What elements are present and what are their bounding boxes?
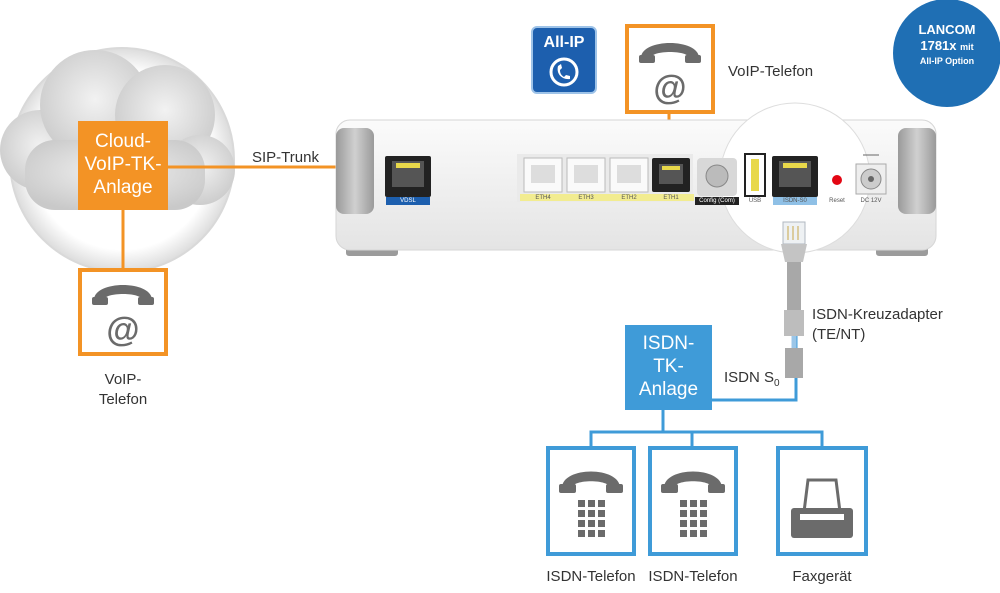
port-label-vdsl: VDSL [400, 198, 416, 204]
keypad-phone-icon [661, 471, 725, 537]
fax-label: Faxgerät [792, 568, 852, 585]
isdn-adapter [785, 348, 803, 378]
eth4-port[interactable] [520, 157, 566, 201]
voip-phone-left-line-2: Telefon [98, 391, 148, 408]
cloud-pbx-label: Cloud- VoIP-TK- Anlage [78, 130, 168, 199]
adapter-label: ISDN-Kreuzadapter (TE/NT) [812, 305, 943, 345]
cloud-pbx-box [78, 121, 168, 210]
rj45-plug-icon [781, 221, 807, 378]
port-label-eth3: ETH3 [578, 195, 594, 201]
reset-button[interactable] [832, 175, 842, 185]
brand-line1: LANCOM [918, 22, 976, 37]
isdn-so-label: ISDN S0 [724, 368, 780, 394]
eth1-port[interactable] [648, 158, 694, 201]
isdn-phone-2-label: ISDN-Telefon [648, 568, 738, 585]
all-ip-badge-text: All-IP [543, 34, 585, 51]
isdn-phone-1-label: ISDN-Telefon [546, 568, 636, 585]
isdn-s0-port[interactable] [772, 156, 818, 205]
isdn-pbx-line-2: TK- [653, 356, 684, 377]
voip-phone-left-label: VoIP- Telefon [83, 370, 163, 410]
port-label-eth1: ETH1 [663, 195, 679, 201]
isdn-pbx-label: ISDN- TK- Anlage [625, 332, 712, 401]
brand-model: 1781x [920, 38, 957, 53]
brand-mit: mit [960, 42, 974, 52]
cloud-pbx-line-3: Anlage [93, 177, 153, 198]
at-phone-icon: @ [639, 43, 701, 107]
all-ip-badge [531, 26, 597, 94]
pbx-to-phone1-line [589, 410, 665, 448]
port-label-isdn: ISDN-S0 [783, 198, 807, 204]
vdsl-port[interactable] [385, 156, 431, 205]
voip-phone-top-label: VoIP-Telefon [728, 63, 814, 80]
at-phone-icon: @ [92, 285, 154, 349]
isdn-pbx-line-3: Anlage [638, 379, 699, 400]
voip-phone-top: @ [625, 24, 715, 114]
voip-phone-left-line-1: VoIP- [104, 371, 142, 388]
isdn-phone-2 [648, 446, 738, 556]
dc-jack[interactable] [855, 154, 887, 195]
isdn-so-text: ISDN S [724, 369, 775, 386]
svg-text:@: @ [106, 311, 139, 349]
router [335, 102, 937, 256]
svg-text:@: @ [653, 69, 686, 107]
brand-line3: All-IP Option [919, 56, 975, 66]
isdn-phone-1 [546, 446, 636, 556]
brand-badge [893, 0, 1000, 107]
isdn-pbx-box [625, 325, 712, 410]
pbx-to-fax-line [692, 430, 824, 448]
isdn-so-subscript: 0 [774, 378, 780, 389]
keypad-phone-icon [559, 471, 623, 537]
cloud-pbx-line-2: VoIP-TK- [84, 154, 162, 175]
adapter-line-1: ISDN-Kreuzadapter [812, 306, 943, 323]
port-label-config: Config (Com) [699, 198, 735, 204]
eth3-port[interactable] [563, 157, 609, 201]
cloud-pbx-line-1: Cloud- [95, 131, 151, 152]
voip-phone-left: @ [78, 268, 168, 356]
port-label-usb: USB [748, 198, 762, 204]
isdn-pbx-line-1: ISDN- [642, 333, 695, 354]
config-port[interactable] [695, 158, 739, 205]
fax-icon [791, 478, 853, 538]
brand-text: LANCOM 1781x mit All-IP Option [896, 22, 998, 67]
usb-port[interactable] [744, 153, 766, 197]
port-label-eth2: ETH2 [621, 195, 637, 201]
adapter-line-2: (TE/NT) [812, 326, 866, 343]
all-ip-phone-icon [549, 57, 579, 87]
fax-device [776, 446, 868, 556]
brand-model-line: 1781x mit [896, 38, 998, 55]
port-label-reset: Reset [829, 198, 845, 204]
eth2-port[interactable] [606, 157, 652, 201]
router-side-left [336, 128, 374, 214]
router-side-right [898, 128, 936, 214]
port-label-dc: DC 12V [860, 198, 882, 204]
port-label-eth4: ETH4 [535, 195, 551, 201]
sip-trunk-label: SIP-Trunk [252, 149, 319, 166]
